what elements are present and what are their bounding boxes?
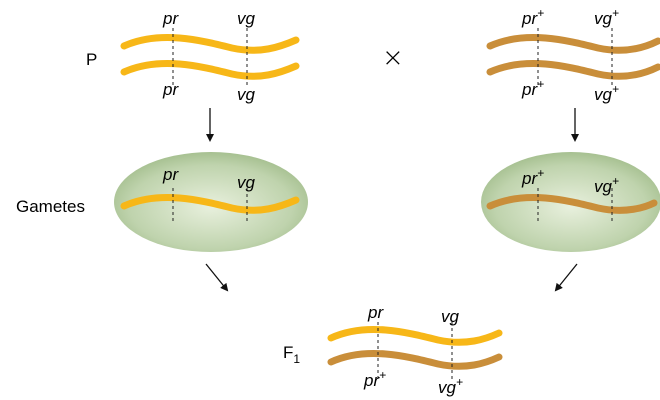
f1-allele-vg: vg xyxy=(441,307,460,326)
gametes-label: Gametes xyxy=(16,197,85,216)
parent-mutant-chromosomes: pr vg pr vg xyxy=(124,9,296,104)
allele-pr-plus-top: pr+ xyxy=(521,6,544,28)
allele-vg-plus-bottom: vg+ xyxy=(594,82,619,104)
allele-pr-bottom: pr xyxy=(162,80,179,99)
allele-vg-plus-top: vg+ xyxy=(594,6,619,28)
gamete-allele-vg: vg xyxy=(237,173,256,192)
f1-allele-pr: pr xyxy=(367,303,384,322)
arrow-left-gamete-to-f1 xyxy=(206,264,227,290)
gamete-allele-pr: pr xyxy=(162,165,179,184)
f1-chromosomes: pr vg pr+ vg+ xyxy=(331,303,499,397)
allele-pr-top: pr xyxy=(162,9,179,28)
allele-vg-bottom: vg xyxy=(237,85,256,104)
f1-allele-pr-plus: pr+ xyxy=(363,368,386,390)
parent-mutant-chromosome-bottom xyxy=(124,63,296,76)
f1-allele-vg-plus: vg+ xyxy=(438,375,463,397)
f1-wildtype-chromosome xyxy=(331,353,499,366)
parental-label: P xyxy=(86,50,97,69)
gamete-wildtype: pr+ vg+ xyxy=(481,152,660,252)
f1-mutant-chromosome xyxy=(331,329,499,342)
cross-symbol: × xyxy=(382,43,404,73)
parent-wildtype-chromosomes: pr+ vg+ pr+ vg+ xyxy=(490,6,658,104)
parent-wildtype-chromosome-bottom xyxy=(490,63,658,76)
parent-wildtype-chromosome-top xyxy=(490,37,658,50)
f1-label: F1 xyxy=(283,343,300,366)
arrow-right-gamete-to-f1 xyxy=(556,264,577,290)
allele-vg-top: vg xyxy=(237,9,256,28)
gamete-mutant: pr vg xyxy=(114,152,308,252)
allele-pr-plus-bottom: pr+ xyxy=(521,77,544,99)
parent-mutant-chromosome-top xyxy=(124,37,296,50)
